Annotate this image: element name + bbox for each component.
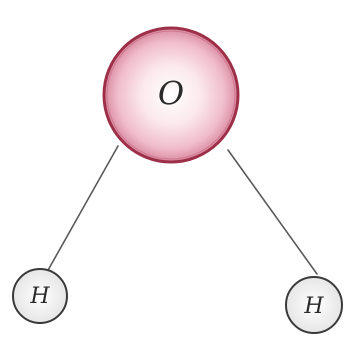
oxygen-atom: O [102, 26, 240, 164]
bond-right [227, 149, 318, 275]
hydrogen-atom-left: H [12, 268, 68, 324]
hydrogen-left-label: H [29, 284, 50, 309]
hydrogen-atom-right: H [285, 276, 343, 334]
oxygen-label: O [158, 75, 184, 113]
hydrogen-right-label: H [303, 294, 324, 319]
bond-left [46, 145, 119, 273]
